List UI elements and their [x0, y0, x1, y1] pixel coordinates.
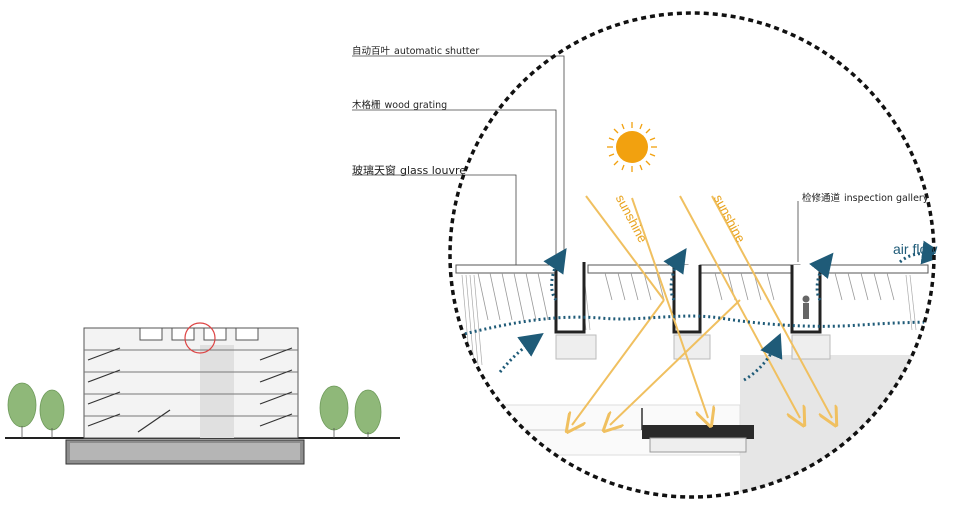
detail-circle [448, 11, 936, 499]
label-inspection-gallery-en: inspection gallery [844, 193, 929, 204]
airflow-paths [459, 240, 934, 382]
label-wood-grating-en: wood grating [384, 100, 448, 111]
building-section [5, 322, 400, 465]
label-glass-louvre-en: glass louvre [400, 164, 467, 177]
sun-icon [607, 122, 657, 172]
label-glass-louvre-cn: 玻璃天窗 [352, 164, 396, 177]
detail-circle-border [448, 11, 936, 499]
label-automatic-shutter-en: automatic shutter [394, 46, 480, 57]
air-flow-label: air flow [893, 241, 938, 257]
zoom-marker [184, 322, 216, 354]
sun-rays [572, 195, 832, 425]
trees-left [7, 382, 65, 438]
label-wood-grating-cn: 木格栅 [352, 100, 381, 111]
label-glass-louvre: 玻璃天窗 glass louvre [352, 162, 466, 178]
leader-lines [352, 55, 799, 302]
label-automatic-shutter-cn: 自动百叶 [352, 46, 391, 57]
trees-right [319, 385, 382, 438]
person-figure [802, 295, 810, 319]
label-inspection-gallery-cn: 检修通道 [802, 193, 841, 204]
